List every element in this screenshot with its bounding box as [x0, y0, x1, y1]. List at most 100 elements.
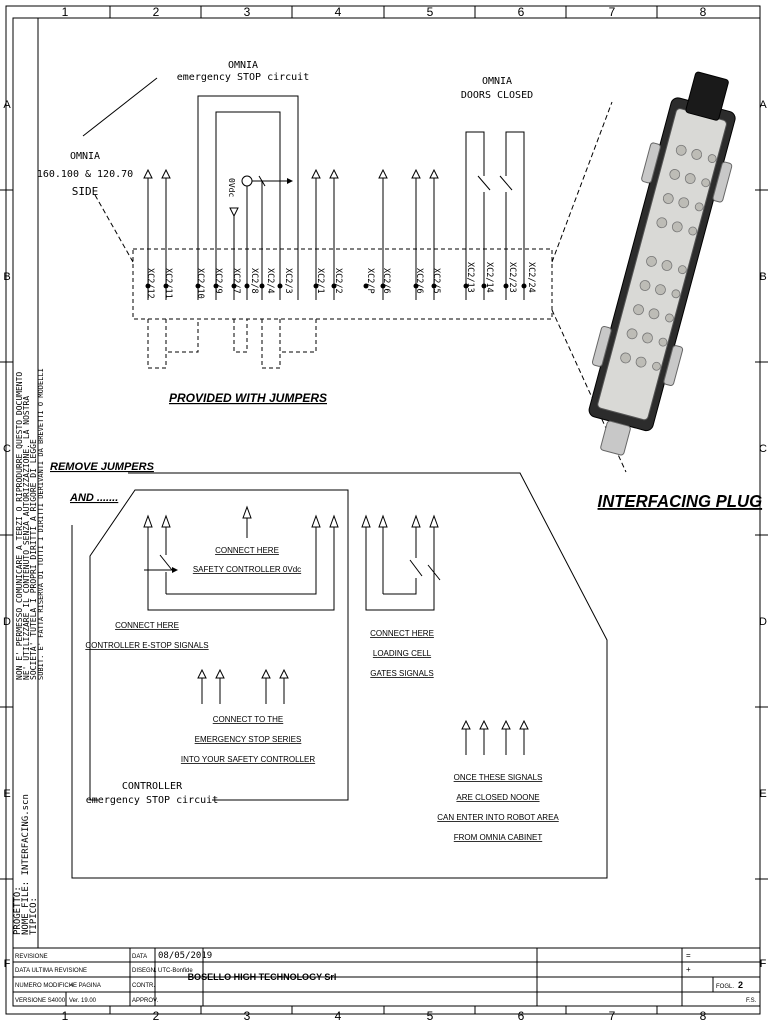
data-value: 08/05/2019 [158, 951, 212, 961]
top-schematic [82, 77, 627, 473]
remove-jumpers-outline [71, 472, 608, 879]
project-info: PROGETTO: NOME FILE: INTERFACING.scn TIP… [13, 794, 39, 935]
terminal-label: XC2/8 [249, 268, 259, 294]
terminal-label: XC2/7 [231, 268, 241, 294]
top-labels: OMNIA 160.100 & 120.70 SIDE OMNIA emerge… [37, 60, 533, 198]
signals-closed-label: CAN ENTER INTO ROBOT AREA [437, 813, 559, 822]
terminal-label: XC2/3 [283, 268, 293, 294]
remove-jumpers-label: REMOVE JUMPERS [50, 461, 155, 473]
terminal-label: XC2/23 [507, 262, 517, 293]
col-label: 1 [62, 5, 69, 19]
col-label: 7 [609, 5, 616, 19]
mark-eq: = [686, 951, 691, 960]
provided-jumpers-label: PROVIDED WITH JUMPERS [169, 391, 327, 405]
omnia-doors-label: DOORS CLOSED [461, 90, 533, 101]
signals-closed-label: ARE CLOSED NOONE [456, 793, 539, 802]
column-labels: 1 2 3 4 5 6 7 8 1 2 3 4 5 6 7 8 [62, 5, 707, 1023]
safety-0v-label: SAFETY CONTROLLER 0Vdc [193, 565, 301, 574]
terminal-label: XC2/9 [213, 268, 223, 294]
pages-value: 4 [70, 983, 74, 989]
terminal-label: XC2/6 [414, 268, 424, 294]
col-label: 5 [427, 1009, 434, 1023]
last-revision-label: DATA ULTIMA REVISIONE [15, 968, 87, 974]
col-label: 6 [518, 1009, 525, 1023]
estop-signals-label: CONNECT HERE [115, 621, 179, 630]
loading-cell-label: LOADING CELL [373, 649, 432, 658]
bottom-schematic [71, 472, 608, 879]
row-label: B [759, 271, 766, 283]
col-label: 2 [153, 1009, 160, 1023]
terminal-label: XC2/11 [163, 268, 173, 299]
version-label: VERSIONE S4000 [15, 998, 66, 1004]
row-label: D [3, 616, 11, 628]
frame-border [5, 5, 761, 1015]
emergency-series-label: CONNECT TO THE [213, 715, 284, 724]
terminal-label: XC2/4 [265, 268, 275, 294]
type-label: TIPICO: [29, 897, 39, 935]
fs-value: F.S. [746, 998, 757, 1004]
row-label: F [760, 958, 767, 970]
col-label: 8 [700, 1009, 707, 1023]
col-label: 6 [518, 5, 525, 19]
row-label: F [4, 958, 11, 970]
loading-cell-label: GATES SIGNALS [370, 669, 433, 678]
row-label: E [3, 788, 10, 800]
terminal-label: XC2/24 [526, 262, 536, 293]
notice-line: SUBIT. E' FATTA RISERVA DI TUTTI I DIRIT… [37, 368, 45, 680]
col-label: 3 [244, 5, 251, 19]
col-label: 2 [153, 5, 160, 19]
terminal-label: XC2/P [365, 268, 375, 294]
notice-line: NON E' PERMESSO COMUNICARE A TERZI O RIP… [15, 372, 24, 680]
row-label: A [759, 99, 767, 111]
version-value: Ver. 19.00 [69, 998, 97, 1004]
foglio-label: FOGL. [716, 984, 734, 990]
signals-closed-label: FROM OMNIA CABINET [454, 833, 543, 842]
revision-label: REVISIONE [15, 954, 48, 960]
terminal-label: XC2/2 [333, 268, 343, 294]
disegn-label: DISEGN. [132, 968, 157, 974]
col-label: 7 [609, 1009, 616, 1023]
pages-label: NUMERO MODIFICHE PAGINA [15, 983, 101, 989]
estop-signals-label: CONTROLLER E-STOP SIGNALS [85, 641, 208, 650]
approv-label: APPROV. [132, 998, 158, 1004]
controller-label-line: CONTROLLER [122, 781, 183, 792]
project-label: PROGETTO: [13, 886, 23, 935]
safety-0v-label: CONNECT HERE [215, 546, 279, 555]
terminal-label: XC2/14 [484, 262, 494, 293]
row-label: C [3, 443, 11, 455]
title-block-text: REVISIONE DATA ULTIMA REVISIONE NUMERO M… [15, 951, 757, 1004]
disegn-value: UTC-Bonfide [158, 968, 193, 974]
notice-line: NE' UTILIZZARE IL CONTENUTO SENZA AUTORI… [22, 396, 31, 680]
terminal-dots [145, 283, 527, 289]
instruction-labels: CONNECT HERE SAFETY CONTROLLER 0Vdc CONN… [85, 546, 559, 842]
col-label: 4 [335, 1009, 342, 1023]
col-label: 3 [244, 1009, 251, 1023]
terminal-label: XC2/6 [381, 268, 391, 294]
terminal-label: XC2/13 [465, 262, 475, 293]
col-label: 5 [427, 5, 434, 19]
column-ticks [0, 6, 768, 1014]
interfacing-plug-image [588, 71, 736, 456]
omnia-side-label: OMNIA [70, 151, 100, 162]
terminal-label: XC2/10 [195, 268, 205, 299]
terminal-labels: XC2/12 XC2/11 XC2/10 XC2/9 XC2/7 XC2/8 X… [145, 262, 536, 299]
confidentiality-notice: NON E' PERMESSO COMUNICARE A TERZI O RIP… [15, 368, 45, 680]
omnia-estop-label: OMNIA [228, 60, 258, 71]
omnia-doors-label: OMNIA [482, 76, 512, 87]
emergency-series-label: INTO YOUR SAFETY CONTROLLER [181, 755, 315, 764]
contr-label: CONTR. [132, 983, 155, 989]
controller-label-line: emergency STOP circuit [86, 795, 218, 806]
row-label: E [759, 788, 766, 800]
notice-line: SOCIETA' TUTELA I PROPRI DIRITTI A RIGOR… [29, 439, 38, 680]
col-label: 4 [335, 5, 342, 19]
signals-closed-label: ONCE THESE SIGNALS [454, 773, 543, 782]
data-label: DATA [132, 954, 147, 960]
zero-vdc-label: 0Vdc [227, 178, 236, 197]
mark-plus: + [686, 965, 691, 974]
file-label: NOME FILE: INTERFACING.scn [21, 794, 31, 935]
foglio-value: 2 [738, 980, 743, 990]
controller-label: CONTROLLER emergency STOP circuit [86, 781, 218, 806]
row-label: C [759, 443, 767, 455]
row-label: B [3, 271, 10, 283]
omnia-side-label: SIDE [72, 185, 99, 198]
